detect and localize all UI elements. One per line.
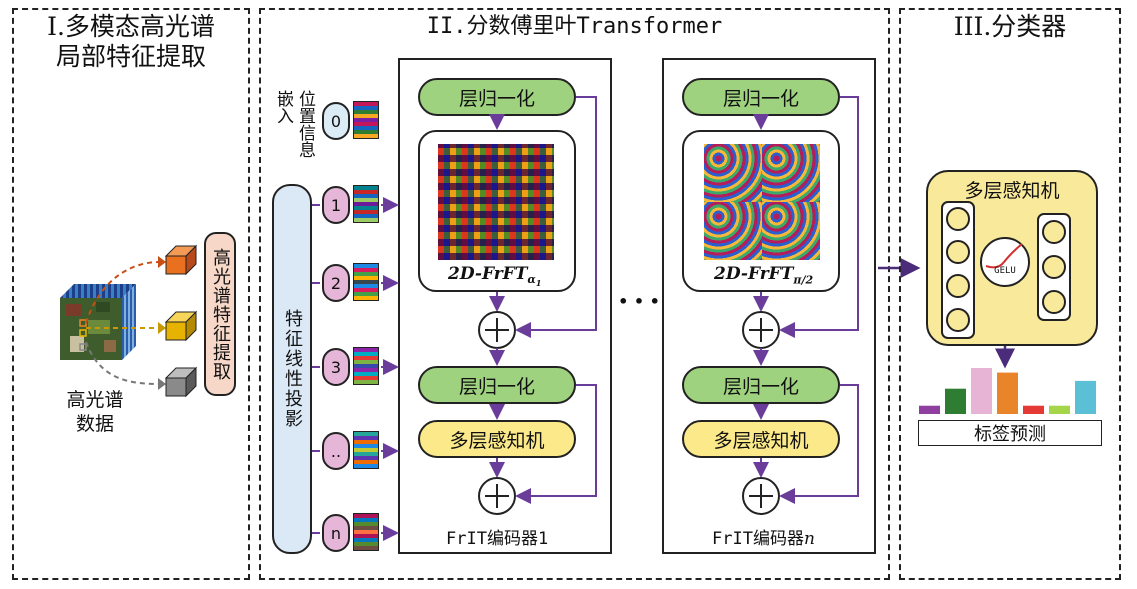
frft-label-n: 2D-FrFT xyxy=(714,264,794,284)
encoder-n-norm2: 层归一化 xyxy=(682,366,840,404)
linear-projection-label: 特征线性投影 xyxy=(282,309,303,429)
encoder-1-frft-label: 2D-FrFTα1 xyxy=(448,264,541,289)
token-n: n xyxy=(322,514,350,552)
token-1-label: 1 xyxy=(330,195,342,215)
data-label-line2: 数据 xyxy=(75,413,114,435)
token-ellipsis: .. xyxy=(322,432,350,470)
encoder-n-norm1: 层归一化 xyxy=(682,78,840,116)
encoder-1-norm1: 层归一化 xyxy=(418,78,576,116)
encoder-ellipsis: • • • xyxy=(618,292,660,311)
prediction-bar-2 xyxy=(971,368,992,414)
token-strip-2 xyxy=(353,263,379,301)
feature-extraction-label: 高光谱特征提取 xyxy=(210,247,231,381)
token-0-label: 0 xyxy=(330,111,342,131)
section-1-title-line1: I.多模态高光谱 xyxy=(47,12,215,41)
prediction-bar-3 xyxy=(997,372,1018,414)
label-prediction-text: 标签预测 xyxy=(974,424,1046,445)
section-2-title: II.分数傅里叶Transformer xyxy=(426,14,723,39)
encoder-1-frft-image xyxy=(438,144,554,260)
section-1-title-line2: 局部特征提取 xyxy=(55,42,206,71)
token-strip-1 xyxy=(353,185,379,223)
positional-label-line2: 嵌入 xyxy=(273,90,293,124)
prediction-bar-0 xyxy=(919,405,940,414)
token-1: 1 xyxy=(322,186,350,224)
token-2-label: 2 xyxy=(330,273,342,293)
frft-sub-1: α xyxy=(527,273,536,287)
prediction-bar-4 xyxy=(1023,405,1044,414)
token-0: 0 xyxy=(322,102,350,140)
encoder-n-container xyxy=(662,58,876,554)
token-2: 2 xyxy=(322,264,350,302)
token-strip-n xyxy=(353,513,379,551)
section-transformer xyxy=(259,8,890,580)
frft-subsub-1: 1 xyxy=(535,278,542,289)
feature-extraction-box: 高光谱特征提取 xyxy=(204,232,236,396)
hyperspectral-data-label: 高光谱 数据 xyxy=(62,388,128,436)
section-classifier xyxy=(899,8,1121,580)
patch-orange xyxy=(164,244,198,276)
linear-projection-box: 特征线性投影 xyxy=(272,184,312,554)
encoder-n-frft-label: 2D-FrFTπ/2 xyxy=(714,264,813,286)
token-3: 3 xyxy=(322,348,350,386)
hyperspectral-cube xyxy=(60,284,136,360)
classifier-mlp-title: 多层感知机 xyxy=(964,180,1060,202)
prediction-bar-6 xyxy=(1075,380,1096,414)
token-strip-ellipsis xyxy=(353,431,379,469)
prediction-bars xyxy=(919,368,1096,414)
token-ellipsis-label: .. xyxy=(330,441,342,461)
section-feature-extraction xyxy=(12,8,250,580)
data-label-line1: 高光谱 xyxy=(66,389,124,411)
prediction-bar-1 xyxy=(945,388,966,414)
encoder-n-name-text: FrIT编码器 xyxy=(712,529,804,549)
input-layer xyxy=(941,201,975,339)
encoder-n-name: FrIT编码器n xyxy=(712,524,815,549)
token-strip-0 xyxy=(353,101,379,139)
patch-yellow xyxy=(164,310,198,342)
encoder-1-mlp: 多层感知机 xyxy=(418,420,576,458)
encoder-n-mlp: 多层感知机 xyxy=(682,420,840,458)
encoder-n-name-suffix: n xyxy=(803,529,815,549)
label-prediction-box: 标签预测 xyxy=(918,420,1102,446)
encoder-1-norm2: 层归一化 xyxy=(418,366,576,404)
gelu-label: GELU xyxy=(994,266,1016,276)
encoder-1-container xyxy=(398,58,612,554)
section-3-title: III.分类器 xyxy=(953,12,1067,41)
frft-sub-n: π/2 xyxy=(793,273,814,287)
token-n-label: n xyxy=(330,523,342,543)
section-1-title: I.多模态高光谱 局部特征提取 xyxy=(12,12,250,72)
prediction-bar-5 xyxy=(1049,405,1070,414)
patch-gray xyxy=(164,366,198,398)
encoder-n-frft-image xyxy=(704,144,820,260)
positional-label-line1: 位置信息 xyxy=(295,90,315,158)
positional-embedding-label: 位置信息 嵌入 xyxy=(272,90,316,172)
frft-label-1: 2D-FrFT xyxy=(448,264,528,284)
token-strip-3 xyxy=(353,347,379,385)
encoder-1-name: FrIT编码器1 xyxy=(446,529,549,549)
token-3-label: 3 xyxy=(330,357,342,377)
